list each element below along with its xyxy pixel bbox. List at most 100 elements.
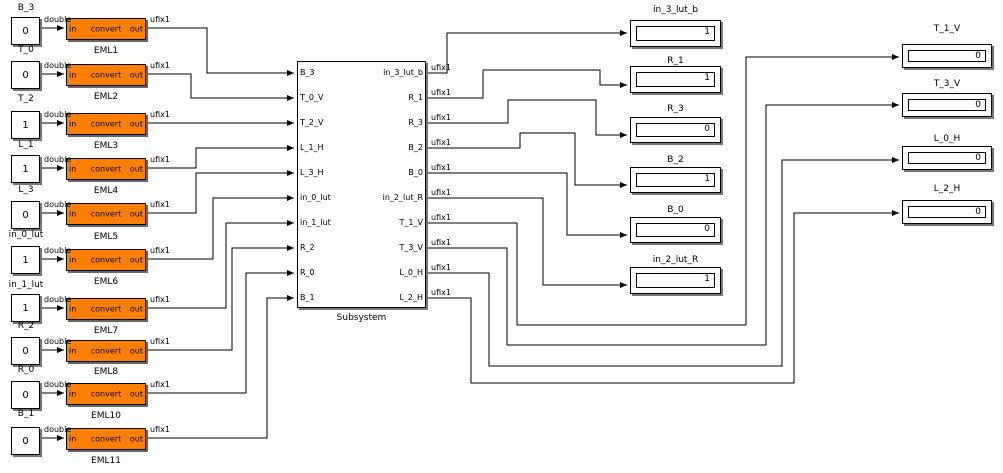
display-block[interactable]: 0 (902, 200, 992, 224)
display-name-label: T_3_V (933, 79, 961, 89)
eml-out-port-label: out (129, 209, 143, 219)
subsystem-to-display-wire[interactable] (426, 32, 627, 74)
subsystem-to-display-wire[interactable] (426, 159, 899, 367)
constant-block[interactable]: 0 (11, 337, 40, 365)
subsystem-to-display-wire[interactable] (426, 99, 627, 136)
display-name-label: R_1 (667, 56, 684, 66)
input-type-label: double (44, 110, 72, 119)
display-block[interactable]: 1 (630, 167, 721, 193)
display-name-label: T_1_V (933, 24, 961, 34)
subsystem-to-display-wire[interactable] (426, 172, 627, 236)
eml-in-port-label: in (69, 70, 77, 80)
display-name-label: in_2_lut_R (652, 255, 699, 265)
eml-to-subsystem-wire[interactable] (146, 297, 294, 439)
display-block[interactable]: 0 (630, 217, 721, 243)
subsystem-inport-label: B_3 (300, 68, 315, 77)
arrowhead-icon (57, 71, 64, 77)
subsystem-inport-label: R_0 (300, 268, 315, 277)
constant-block[interactable]: 1 (11, 294, 40, 322)
eml-in-port-label: in (69, 346, 77, 356)
constant-block[interactable]: 0 (11, 201, 40, 229)
eml-function-label: convert (90, 164, 122, 174)
constant-block[interactable]: 0 (11, 427, 40, 455)
output-type-label: ufix1 (431, 163, 451, 172)
subsystem-outport-label: in_2_lut_R (382, 193, 423, 202)
eml-out-port-label: out (129, 24, 143, 34)
eml-block-name: EML7 (93, 326, 119, 336)
subsystem-to-display-wire[interactable] (426, 104, 899, 346)
display-block[interactable]: 1 (630, 66, 721, 93)
constant-block[interactable]: 1 (11, 155, 40, 183)
display-name-label: in_3_lut_b (653, 5, 698, 15)
output-type-label: ufix1 (150, 200, 170, 209)
arrowhead-icon (287, 70, 294, 76)
constant-name-label: R_2 (17, 321, 35, 331)
constant-name-label: T_2 (18, 94, 34, 104)
eml-out-port-label: out (129, 164, 143, 174)
arrowhead-icon (57, 390, 64, 396)
eml-block-name: EML2 (93, 92, 119, 102)
display-name-label: B_2 (667, 155, 684, 165)
subsystem-to-display-wire[interactable] (426, 197, 627, 286)
output-type-label: ufix1 (431, 138, 451, 147)
subsystem-inport-label: T_2_V (300, 118, 324, 127)
eml-to-subsystem-wire[interactable] (146, 147, 294, 169)
eml-out-port-label: out (129, 346, 143, 356)
display-value: 1 (636, 72, 715, 87)
arrowhead-icon (620, 30, 627, 36)
eml-to-subsystem-wire[interactable] (146, 197, 294, 260)
subsystem-outport-label: in_3_lut_b (383, 68, 423, 77)
input-type-label: double (44, 295, 72, 304)
constant-name-label: in_1_lut (8, 280, 44, 290)
subsystem-to-display-wire[interactable] (426, 69, 627, 99)
arrowhead-icon (892, 157, 899, 163)
display-block[interactable]: 0 (902, 146, 992, 170)
input-type-label: double (44, 15, 72, 24)
eml-to-subsystem-wire[interactable] (146, 27, 294, 74)
subsystem-to-display-wire[interactable] (426, 212, 899, 384)
arrowhead-icon (287, 195, 294, 201)
subsystem-to-display-wire[interactable] (426, 56, 899, 326)
display-block[interactable]: 1 (630, 267, 721, 294)
eml-to-subsystem-wire[interactable] (146, 222, 294, 309)
subsystem-inport-label: in_0_lut (300, 193, 331, 202)
display-block[interactable]: 1 (630, 20, 721, 47)
constant-block[interactable]: 0 (11, 381, 40, 409)
constant-block[interactable]: 1 (11, 111, 40, 139)
display-block[interactable]: 0 (630, 117, 721, 143)
arrowhead-icon (287, 145, 294, 151)
constant-block[interactable]: 0 (11, 61, 40, 89)
eml-in-port-label: in (69, 434, 77, 444)
constant-block[interactable]: 1 (11, 246, 40, 274)
constant-block[interactable]: 0 (11, 17, 40, 45)
eml-to-subsystem-wire[interactable] (146, 247, 294, 351)
eml-to-subsystem-wire[interactable] (146, 272, 294, 394)
eml-function-label: convert (90, 255, 122, 265)
display-value: 0 (908, 206, 986, 218)
display-value: 1 (636, 173, 715, 187)
eml-block-name: EML5 (93, 232, 119, 242)
eml-to-subsystem-wire[interactable] (146, 73, 294, 99)
subsystem-block[interactable] (297, 61, 426, 308)
display-block[interactable]: 0 (902, 93, 992, 117)
output-type-label: ufix1 (431, 88, 451, 97)
output-type-label: ufix1 (431, 213, 451, 222)
eml-block-name: EML6 (93, 277, 119, 287)
display-name-label: L_2_H (933, 184, 961, 194)
constant-name-label: B_3 (17, 3, 35, 13)
display-block[interactable]: 0 (902, 44, 992, 68)
subsystem-to-display-wire[interactable] (426, 132, 627, 186)
display-name-label: R_3 (667, 104, 684, 114)
eml-block-name: EML10 (91, 411, 121, 421)
eml-to-subsystem-wire[interactable] (146, 172, 294, 214)
